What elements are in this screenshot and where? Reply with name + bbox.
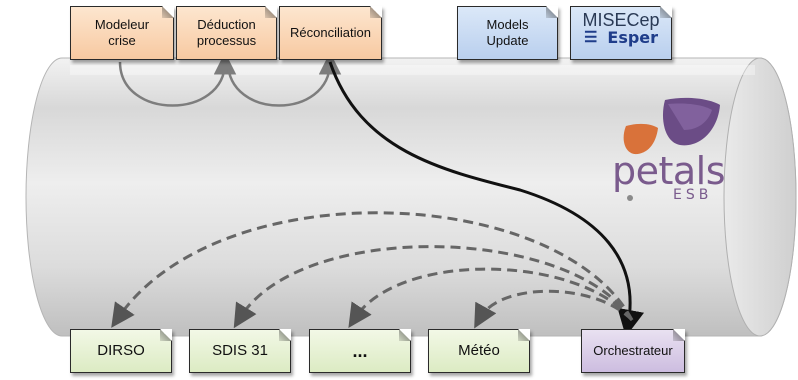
petals-logo-sub: ESB xyxy=(673,187,713,203)
top-service-loops xyxy=(118,52,342,107)
service-modeleur-crise[interactable]: Modeleur crise xyxy=(70,6,174,60)
reconciliation-to-orchestrator-arrow xyxy=(328,61,644,337)
service-reconciliation[interactable]: Réconciliation xyxy=(279,6,382,60)
service-label: Models Update xyxy=(486,17,529,48)
esb-tube xyxy=(25,57,797,337)
service-label: Réconciliation xyxy=(290,25,371,40)
service-orchestrateur[interactable]: Orchestrateur xyxy=(581,329,685,373)
misecep-title: MISECep xyxy=(582,10,660,30)
esper-label: Esper xyxy=(607,28,659,47)
esper-brand: ☰ Esper xyxy=(571,30,671,46)
service-models-update[interactable]: Models Update xyxy=(457,6,558,60)
service-label: Déduction processus xyxy=(196,17,257,48)
service-more[interactable]: ... xyxy=(309,329,411,373)
service-label: Orchestrateur xyxy=(593,343,673,358)
service-dirso[interactable]: DIRSO xyxy=(70,329,172,373)
service-misecep-esper[interactable]: MISECep ☰ Esper xyxy=(570,6,672,60)
service-label: SDIS 31 xyxy=(212,342,268,359)
service-sdis-31[interactable]: SDIS 31 xyxy=(189,329,291,373)
orchestrator-dispatch-arrows xyxy=(111,211,634,329)
petals-logo-icon xyxy=(623,97,720,201)
service-label: Modeleur crise xyxy=(94,17,150,48)
service-deduction-processus[interactable]: Déduction processus xyxy=(176,6,277,60)
service-label: Météo xyxy=(458,342,500,359)
esper-icon: ☰ xyxy=(583,29,598,46)
service-label: DIRSO xyxy=(97,342,145,359)
petals-logo-text: petals xyxy=(612,149,726,193)
service-label: ... xyxy=(352,341,368,361)
service-meteo[interactable]: Météo xyxy=(428,329,530,373)
